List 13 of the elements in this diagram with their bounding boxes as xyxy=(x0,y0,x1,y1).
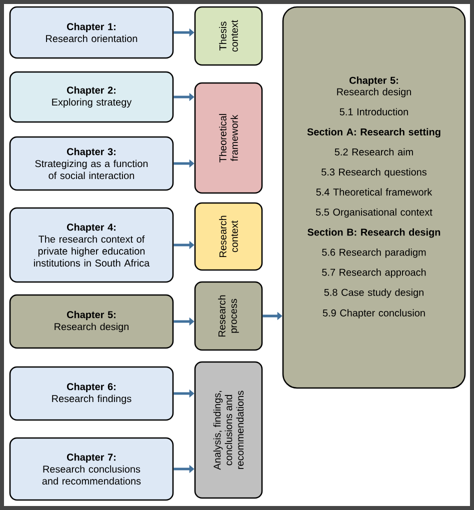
theme-box: Analysis, findings, conclusions and recommendations xyxy=(194,361,263,499)
theme-box: Research process xyxy=(194,281,263,351)
chapter-box: Chapter 3: Strategizing as a function of social interaction xyxy=(9,136,174,191)
chapter-box: Chapter 5: Research design xyxy=(9,294,174,349)
chapter-box: Chapter 6: Research findings xyxy=(9,366,174,421)
theme-box: Thesis context xyxy=(194,6,263,66)
chapter-box: Chapter 1: Research orientation xyxy=(9,6,174,59)
theme-box: Theoretical framework xyxy=(194,82,263,194)
chapter-box: Chapter 2: Exploring strategy xyxy=(9,71,174,123)
chapter-box: Chapter 7: Research conclusions and recommendations xyxy=(9,437,174,501)
chapter-box: Chapter 4: The research context of private higher education institutions in South Africa xyxy=(9,207,174,283)
chapter-outline-box: Chapter 5: Research design 5.1 Introduction Section A: Research setting 5.2 Research aim 5.3 Research questions 5.4 Theoretical framework 5.5 Organisational context Section B: Research design 5.6 Research paradigm 5.7 Research approach 5.8 Case study design 5.9 Chapter conclusion xyxy=(282,6,466,389)
theme-box: Research context xyxy=(194,202,263,271)
